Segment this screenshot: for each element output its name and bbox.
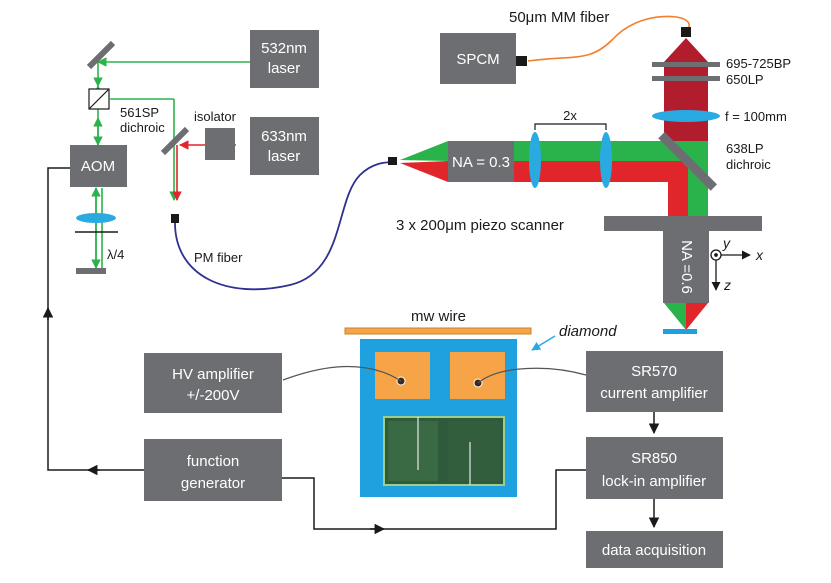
mw-wire-label: mw wire (411, 308, 466, 325)
mirror-top (86, 40, 116, 70)
current-wire (477, 367, 587, 384)
hv-amplifier-line1: HV amplifier (172, 366, 254, 383)
beam-fluorescence-cone (664, 38, 708, 141)
axis-x-label: x (755, 247, 764, 263)
mm-fiber-tip (681, 27, 691, 37)
data-acquisition-label: data acquisition (602, 542, 706, 559)
filter-bp (652, 62, 720, 67)
aom-label: AOM (81, 158, 115, 175)
spcm-box: SPCM (440, 33, 516, 84)
pm-fiber-label: PM fiber (194, 250, 243, 265)
green-beam-path (91, 57, 250, 269)
laser-633-line1: 633nm (261, 128, 307, 145)
sr570-line1: SR570 (631, 363, 677, 380)
beam-focus-green (664, 303, 686, 330)
function-generator-line2: generator (181, 475, 245, 492)
electrode-left (375, 352, 430, 399)
telescope-lens-2 (600, 132, 612, 188)
beam-cone-red (400, 161, 448, 182)
telescope-lens-1 (529, 132, 541, 188)
function-generator-box: function generator (144, 439, 282, 501)
sr570-line2: current amplifier (600, 385, 708, 402)
piezo-label: 3 x 200μm piezo scanner (396, 217, 564, 234)
sr570-box: SR570 current amplifier (586, 351, 723, 412)
signal-lines (42, 167, 660, 535)
laser-633-box: 633nm laser (250, 117, 319, 175)
axis-y-label: y (722, 235, 731, 251)
laser-633-line2: laser (268, 148, 301, 165)
sr850-box: SR850 lock-in amplifier (586, 437, 723, 499)
mirror-red (160, 126, 190, 156)
dichroic-638lp (658, 132, 717, 191)
focusing-lens-left (76, 213, 116, 223)
coordinate-axes (710, 249, 751, 291)
dichroic-561-line2: dichroic (120, 120, 165, 135)
piezo-scanner (604, 216, 762, 231)
beam-cone-green (400, 141, 448, 161)
data-acquisition-box: data acquisition (586, 531, 723, 568)
laser-532-line1: 532nm (261, 40, 307, 57)
sr850-line2: lock-in amplifier (602, 473, 706, 490)
dichroic-638-line2: dichroic (726, 157, 771, 172)
fiber-connector (388, 157, 397, 165)
mm-fiber-connector (516, 56, 527, 66)
pm-fiber (174, 161, 396, 291)
quarter-wave-label: λ/4 (107, 247, 124, 262)
laser-532-box: 532nm laser (250, 30, 319, 88)
beam-focus-red (686, 303, 708, 330)
lp-filter-label: 650LP (726, 72, 764, 87)
electrode-right (450, 352, 505, 399)
isolator-label: isolator (194, 109, 237, 124)
diamond-label: diamond (559, 323, 617, 340)
hv-amplifier-line2: +/-200V (187, 387, 240, 404)
mm-fiber-label: 50μm MM fiber (509, 9, 609, 26)
hv-amplifier-box: HV amplifier +/-200V (144, 353, 282, 413)
pm-fiber-coupler (171, 214, 179, 223)
beam-red-horizontal (514, 161, 668, 182)
mw-wire (344, 327, 532, 335)
objective-na06: NA =0.6 (663, 231, 709, 303)
objective-na03-label: NA = 0.3 (452, 154, 510, 171)
lens-label: f = 100mm (725, 109, 787, 124)
beam-red-vertical (668, 161, 688, 216)
hv-wire (282, 365, 402, 382)
beam-splitter-cube (88, 88, 110, 110)
bp-filter-label: 695-725BP (726, 56, 791, 71)
axis-z-label: z (723, 277, 731, 293)
sr850-line1: SR850 (631, 450, 677, 467)
spcm-label: SPCM (456, 51, 499, 68)
objective-na06-label: NA =0.6 (678, 240, 695, 294)
telescope-bracket (534, 123, 607, 130)
sample-board (360, 339, 517, 497)
isolator (205, 128, 235, 160)
objective-na03-box: NA = 0.3 (448, 141, 514, 182)
telescope-label: 2x (563, 108, 577, 123)
beam-green-vertical (688, 141, 708, 216)
filter-lp (652, 76, 720, 81)
diamond-sample (663, 329, 697, 334)
mm-fiber (527, 15, 690, 62)
aom-box: AOM (70, 145, 127, 187)
laser-532-line2: laser (268, 60, 301, 77)
mirror-bottom (76, 268, 106, 274)
dichroic-561-line1: 561SP (120, 105, 159, 120)
diamond-pointer-arrow (531, 335, 556, 351)
dichroic-638-line1: 638LP (726, 141, 764, 156)
lens-f100 (652, 110, 720, 122)
function-generator-line1: function (187, 453, 240, 470)
